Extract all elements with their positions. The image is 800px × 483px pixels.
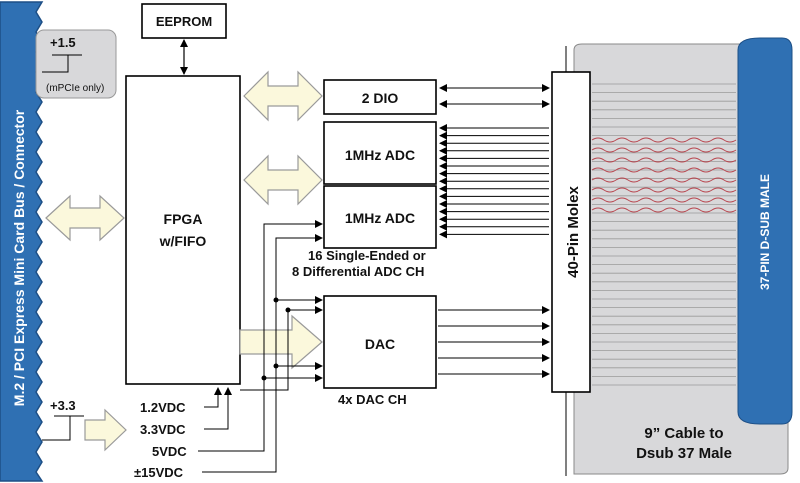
dac-channels-label: 4x DAC CH [338,392,407,407]
rail-3v3-wire [204,387,232,430]
molex-label: 40-Pin Molex [565,186,582,278]
dsub-connector [737,37,793,425]
rail-label-15v: ±15VDC [134,465,184,480]
cable-caption-line1: 9” Cable to [644,425,723,442]
rail-5v-node [261,375,267,381]
power-15-note: (mPCIe only) [46,83,104,94]
twisted-pair-wire [591,167,737,173]
twisted-pair-wire [591,147,737,153]
rail-5v-wire [198,220,323,452]
molex-connector [551,71,591,393]
power-feed-arrow [84,408,127,452]
dio-block [323,79,437,115]
rail-label-1v2: 1.2VDC [140,400,186,415]
power-33-label: +3.3 [50,398,76,413]
twisted-pair-wire [591,187,737,193]
power-15-box [35,29,117,99]
bus-fpga-arrow [45,194,125,242]
rail-1v2-wire [204,387,222,408]
fpga-label-line2: w/FIFO [159,233,207,249]
twisted-pair-wire [591,157,737,163]
fpga-block [125,75,241,385]
cable-wires [591,83,737,386]
rail-15v-node-1 [273,297,279,303]
power-33-group: +3.3 [42,398,84,441]
adc2-label: 1MHz ADC [345,210,415,226]
twisted-pair-wire [591,197,737,203]
rail-3v3-node [285,307,291,313]
fpga-label-line1: FPGA [164,211,203,227]
power-15-group: +1.5 (mPCIe only) [35,29,117,99]
twisted-pair-wire [591,177,737,183]
dac-block [323,295,437,389]
bus-connector: M.2 / PCI Express Mini Card Bus / Connec… [0,1,44,482]
power-33-symbol [42,415,84,441]
dio-label: 2 DIO [362,90,399,106]
cable-caption-line2: Dsub 37 Male [636,445,732,462]
rail-label-3v3: 3.3VDC [140,422,186,437]
dac-label: DAC [365,336,395,352]
eeprom-label: EEPROM [156,14,212,29]
power-15-label: +1.5 [50,35,76,50]
cable-panel [573,43,789,475]
fpga-dio-arrow [243,70,323,122]
rail-15v-wire [202,234,323,473]
power-15-symbol [42,54,82,73]
signal-lines [438,84,550,378]
adc1-block [323,121,437,185]
adc1-label: 1MHz ADC [345,147,415,163]
eeprom-block [141,3,227,39]
rail-15v-node-2 [273,363,279,369]
fpga-dac-arrow [239,314,323,370]
twisted-pair-wire [591,137,737,143]
rail-label-5v: 5VDC [152,444,187,459]
fpga-adc-arrow [243,154,323,206]
rail-3v3-dac [240,306,323,391]
adc-channels-line2: 8 Differential ADC CH [292,264,424,279]
dsub-label: 37-PIN D-SUB MALE [758,174,772,290]
adc-channels-line1: 16 Single-Ended or [308,248,426,263]
twisted-pair-wire [591,207,737,213]
bus-label: M.2 / PCI Express Mini Card Bus / Connec… [11,109,27,406]
adc2-block [323,185,437,249]
